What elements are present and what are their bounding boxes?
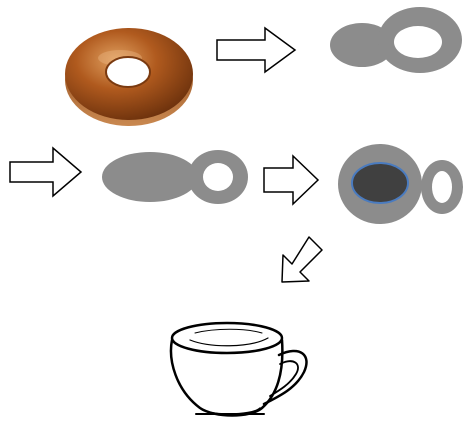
blob-stage-1 bbox=[330, 7, 462, 73]
arrow-down-left-icon bbox=[281, 236, 323, 283]
teacup-image bbox=[169, 321, 308, 417]
blob-stage-3 bbox=[338, 144, 463, 224]
arrow-right-icon bbox=[9, 146, 83, 198]
arrow-right-icon bbox=[263, 154, 320, 206]
arrow-right-icon bbox=[216, 26, 297, 74]
blob-stage-2 bbox=[102, 150, 248, 204]
donut-image bbox=[65, 28, 193, 126]
